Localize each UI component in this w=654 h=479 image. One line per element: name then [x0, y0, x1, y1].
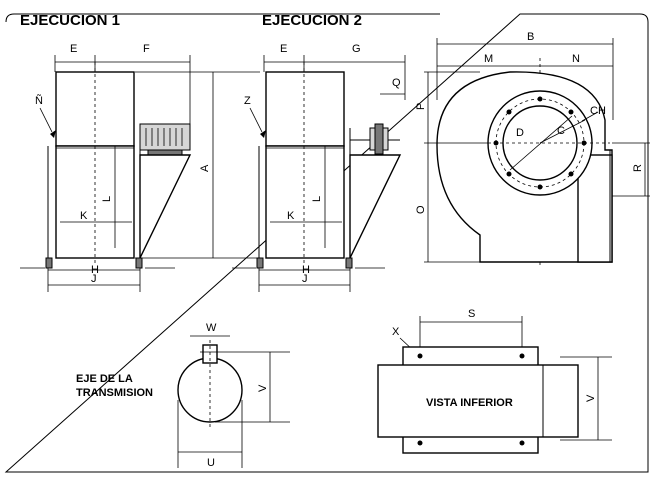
dim-e2-label: E [280, 43, 287, 55]
support-2 [349, 154, 402, 259]
bottom-view: S X VISTA INFERIOR V [377, 308, 612, 454]
dim-l-label: L [101, 196, 113, 202]
dim-z-label: Z [244, 95, 251, 107]
dim-x-label: X [392, 326, 400, 338]
dim-p-label: P [415, 103, 427, 110]
drawing-frame [4, 13, 649, 473]
dim-n-label: N [572, 53, 580, 65]
housing-lower-2 [265, 145, 345, 259]
shaft-title-2: TRANSMISION [76, 387, 153, 399]
dim-k2-label: K [287, 210, 295, 222]
dim-n-tilde-label: Ñ [35, 94, 43, 107]
dim-h2-label: H [302, 264, 310, 276]
dim-m-label: M [484, 53, 493, 65]
dim-o-label: O [415, 205, 427, 214]
foot-plate-top [402, 346, 539, 368]
support-1 [139, 154, 192, 259]
dim-e-label: E [70, 43, 77, 55]
shaft-section: EJE DE LA TRANSMISION W V U [76, 322, 290, 469]
outlet [577, 154, 613, 263]
dim-v-bottom-label: V [585, 394, 597, 402]
dim-w-label: W [206, 322, 217, 334]
side-view: B M N D C CH P O [415, 31, 650, 265]
shaft-title-1: EJE DE LA [76, 373, 133, 385]
dim-h-label: H [91, 264, 99, 276]
dim-u-label: U [207, 457, 215, 469]
ejecucion-1-title: EJECUCION 1 [20, 12, 120, 29]
dim-j2-label: J [302, 273, 308, 285]
dim-j-label: J [91, 273, 97, 285]
bottom-body [377, 364, 579, 438]
motor-1 [139, 123, 191, 151]
dim-k-label: K [80, 210, 88, 222]
dim-l2-label: L [311, 196, 323, 202]
housing-upper-2 [265, 71, 345, 147]
dim-q-label: Q [392, 77, 401, 89]
dim-b-label: B [527, 31, 534, 43]
dim-g-label: G [352, 43, 361, 55]
dim-a-label: A [199, 164, 211, 172]
ejecucion-1-view: EJECUCION 1 E F Ñ [20, 12, 260, 292]
dim-r-label: R [632, 164, 644, 172]
ejecucion-2-view: EJECUCION 2 E G Z K L H [232, 12, 406, 292]
dim-d-label: D [516, 127, 524, 139]
dim-v-shaft-label: V [257, 384, 269, 392]
ejecucion-2-title: EJECUCION 2 [262, 12, 362, 29]
bottom-view-title: VISTA INFERIOR [426, 397, 513, 409]
dim-s-label: S [468, 308, 475, 320]
dim-c-label: C [557, 125, 565, 137]
dim-f-label: F [143, 43, 150, 55]
